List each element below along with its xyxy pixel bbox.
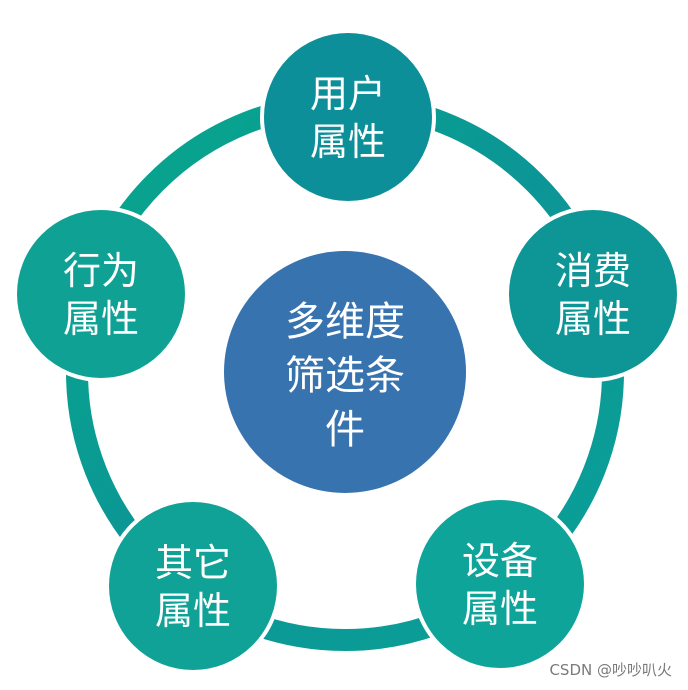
node-circle xyxy=(105,498,281,674)
center-node: 多维度 筛选条 件 xyxy=(224,251,466,493)
node-circle xyxy=(260,29,436,205)
node-consumption-line-1: 消费 xyxy=(555,249,631,293)
node-user-attributes: 用户 属性 xyxy=(260,29,436,205)
node-other-attributes: 其它 属性 xyxy=(105,498,281,674)
center-line-1: 多维度 xyxy=(285,299,405,345)
node-consumption-line-2: 属性 xyxy=(555,297,631,341)
node-behavior-line-1: 行为 xyxy=(63,249,139,293)
center-line-2: 筛选条 xyxy=(285,353,405,399)
center-circle xyxy=(224,251,466,493)
node-device-line-2: 属性 xyxy=(462,587,538,631)
node-behavior-attributes: 行为 属性 xyxy=(13,206,189,382)
node-user-line-2: 属性 xyxy=(310,120,386,164)
node-other-line-1: 其它 xyxy=(155,541,231,585)
node-circle xyxy=(505,206,681,382)
node-device-line-1: 设备 xyxy=(462,539,538,583)
node-behavior-line-2: 属性 xyxy=(63,297,139,341)
node-consumption-attributes: 消费 属性 xyxy=(505,206,681,382)
node-circle xyxy=(412,496,588,672)
node-user-line-1: 用户 xyxy=(310,72,386,116)
center-line-3: 件 xyxy=(325,407,365,453)
node-circle xyxy=(13,206,189,382)
node-other-line-2: 属性 xyxy=(155,589,231,633)
watermark-text: CSDN @吵吵叭火 xyxy=(549,661,672,679)
node-device-attributes: 设备 属性 xyxy=(412,496,588,672)
